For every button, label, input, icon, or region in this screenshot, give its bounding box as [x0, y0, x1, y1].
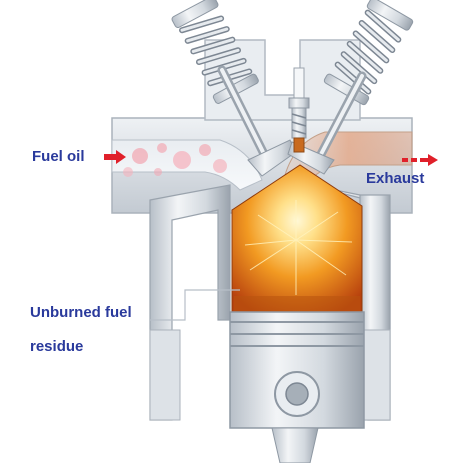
- unburned-fuel-label: Unburned fuel: [30, 304, 132, 321]
- exhaust-label: Exhaust: [366, 170, 424, 187]
- cylinder-head: [112, 40, 412, 213]
- fuel-oil-label: Fuel oil: [32, 148, 85, 165]
- residue-label: residue: [30, 338, 83, 355]
- piston: [230, 312, 364, 463]
